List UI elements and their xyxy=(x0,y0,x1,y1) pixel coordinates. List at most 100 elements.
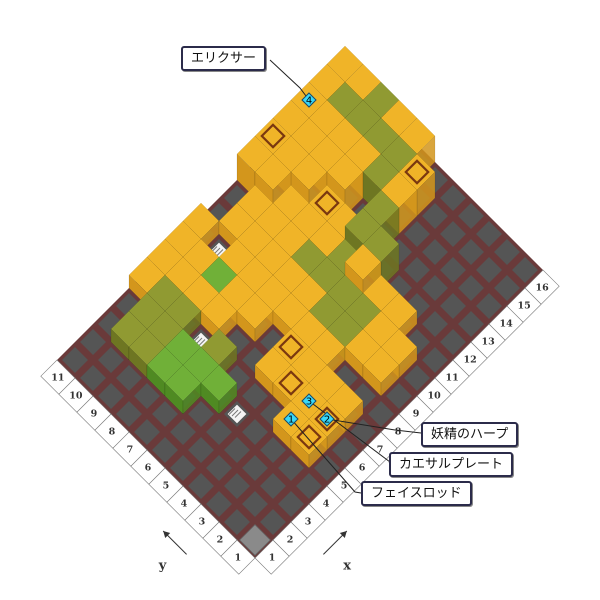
floor-cell xyxy=(170,455,196,481)
yellow-block xyxy=(362,346,400,397)
floor-cell xyxy=(260,473,286,499)
floor-cell xyxy=(458,275,484,301)
floor-cell xyxy=(134,419,160,445)
floor-cell xyxy=(242,491,268,517)
start-tile-icon xyxy=(239,524,271,556)
x-tick-label: 9 xyxy=(413,409,420,420)
floor-cell xyxy=(134,383,160,409)
yellow-block xyxy=(236,292,274,343)
y-tick-label: 4 xyxy=(181,499,188,510)
floor-cell xyxy=(152,401,178,427)
treasure-marker-icon: 2 xyxy=(319,411,335,427)
x-tick-label: 16 xyxy=(535,283,549,294)
label-elixir: エリクサー xyxy=(181,46,267,71)
marker-number: 3 xyxy=(306,397,312,408)
chest-icon xyxy=(278,370,304,396)
x-tick-label: 5 xyxy=(341,481,348,492)
chest-icon xyxy=(260,123,286,149)
x-ruler-cell xyxy=(524,269,560,305)
y-ruler-cell xyxy=(40,359,76,395)
x-tick-label: 14 xyxy=(499,319,513,330)
floor-cell xyxy=(458,203,484,229)
floor-cell xyxy=(332,437,358,463)
floor-cell xyxy=(278,455,304,481)
x-axis-arrowhead xyxy=(339,531,347,538)
floor-cell xyxy=(458,239,484,265)
marker-number: 1 xyxy=(288,415,294,426)
floor-cell xyxy=(224,437,250,463)
floor-cell xyxy=(494,275,520,301)
floor-cell xyxy=(422,203,448,229)
floor-cell xyxy=(188,437,214,463)
floor-cell xyxy=(296,473,322,499)
floor-cell xyxy=(404,365,430,391)
floor-cell xyxy=(422,275,448,301)
y-tick-label: 2 xyxy=(217,535,224,546)
floor-cell xyxy=(512,257,538,283)
y-tick-label: 6 xyxy=(145,463,152,474)
y-tick-label: 11 xyxy=(51,373,64,384)
floor-cell xyxy=(188,401,214,427)
floor-cell xyxy=(116,401,142,427)
floor-cell xyxy=(386,383,412,409)
y-tick-label: 9 xyxy=(91,409,98,420)
green-block xyxy=(200,364,238,415)
y-axis-label: y xyxy=(158,558,167,573)
floor-cell xyxy=(404,257,430,283)
raised-blocks xyxy=(110,45,436,556)
y-tick-label: 1 xyxy=(235,553,242,564)
chest-icon xyxy=(314,190,340,216)
floor-cell xyxy=(98,347,124,373)
green-block xyxy=(164,364,202,415)
y-tick-label: 7 xyxy=(127,445,134,456)
floor-cell xyxy=(242,383,268,409)
floor-cell xyxy=(476,221,502,247)
label-fairy-harp: 妖精のハープ xyxy=(421,422,519,447)
floor-cell xyxy=(98,383,124,409)
floor-cell xyxy=(440,257,466,283)
chest-icon xyxy=(296,424,322,450)
treasure-marker-icon: 1 xyxy=(283,411,299,427)
floor-cell xyxy=(368,401,394,427)
y-tick-label: 5 xyxy=(163,481,170,492)
floor-cell xyxy=(206,419,232,445)
chest-icon xyxy=(404,159,430,185)
floor-cell xyxy=(278,491,304,517)
x-tick-label: 11 xyxy=(445,373,458,384)
stairs-icon xyxy=(226,403,248,425)
y-axis-arrowhead xyxy=(163,531,171,538)
floor-cell xyxy=(422,347,448,373)
treasure-marker-icon: 4 xyxy=(301,92,317,108)
floor-cell xyxy=(494,239,520,265)
treasure-marker-icon: 3 xyxy=(301,393,317,409)
x-tick-label: 15 xyxy=(517,301,530,312)
floor-cell xyxy=(170,419,196,445)
floor-cell xyxy=(314,455,340,481)
x-tick-label: 12 xyxy=(463,355,476,366)
callout-line xyxy=(326,418,422,434)
label-faith-rod: フェイスロッド xyxy=(361,481,472,506)
yellow-block xyxy=(290,418,328,469)
x-tick-label: 2 xyxy=(287,535,294,546)
floor-cell xyxy=(116,365,142,391)
x-tick-label: 1 xyxy=(269,553,276,564)
floor-cell xyxy=(224,509,250,535)
x-tick-label: 4 xyxy=(323,499,330,510)
x-tick-label: 13 xyxy=(481,337,494,348)
floor-cell xyxy=(458,311,484,337)
floor-cell xyxy=(242,455,268,481)
x-tick-label: 6 xyxy=(359,463,366,474)
callout-line xyxy=(290,418,362,494)
axis-indicators: x y xyxy=(158,530,351,573)
floor-cell xyxy=(242,419,268,445)
floor-cell xyxy=(80,329,106,355)
x-tick-label: 10 xyxy=(427,391,441,402)
label-caesar-plate: カエサルプレート xyxy=(389,452,514,477)
item-markers: 1 23 4 xyxy=(283,92,335,427)
floor-cell xyxy=(188,473,214,499)
y-tick-label: 3 xyxy=(199,517,206,528)
floor-cell xyxy=(260,509,286,535)
floor-cell xyxy=(422,239,448,265)
